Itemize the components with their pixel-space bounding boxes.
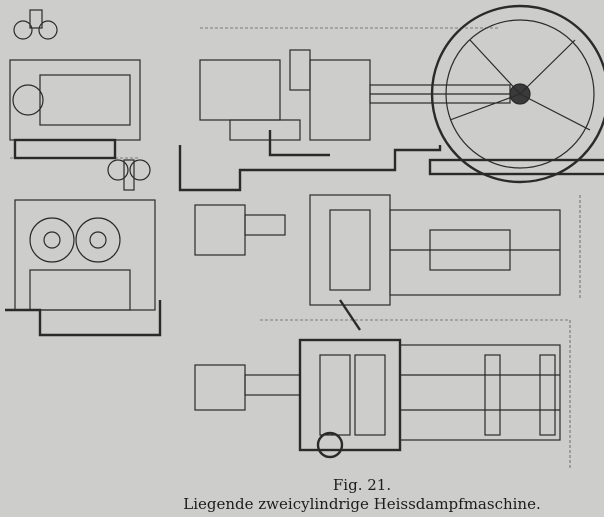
plan-view-lower <box>194 319 571 470</box>
figure-caption: Liegende zweicylindrige Heissdampfmaschi… <box>183 495 541 513</box>
side-elevation-view <box>178 4 604 192</box>
cross-section-view <box>5 159 162 337</box>
figure-number: Fig. 21. <box>332 476 392 494</box>
plan-view-upper <box>194 194 581 331</box>
end-elevation-view <box>9 9 141 160</box>
engine-technical-drawing <box>5 4 604 470</box>
